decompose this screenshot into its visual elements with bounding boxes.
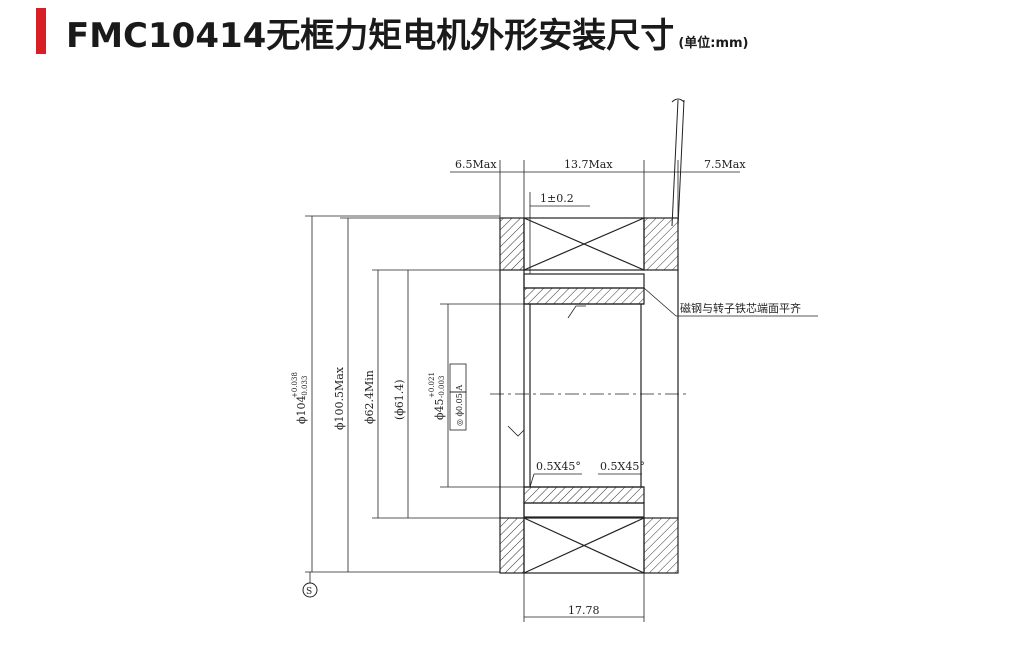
dim-100-5: ϕ100.5Max [333, 366, 346, 430]
stator-left-bottom [499, 517, 525, 574]
stator-right-bottom [643, 517, 679, 574]
chamfer-right: 0.5X45° [600, 460, 645, 473]
dim-62-4: ϕ62.4Min [363, 370, 376, 424]
dim-17-78: 17.78 [568, 604, 600, 617]
magnet-note: 磁钢与转子铁芯端面平齐 [680, 301, 801, 315]
title-text: FMC10414无框力矩电机外形安装尺寸 [66, 16, 675, 56]
unit-label: (单位:mm) [678, 36, 749, 51]
dim-7-5max: 7.5Max [704, 158, 746, 171]
title-accent-bar [36, 8, 46, 54]
dim-61-4: (ϕ61.4) [393, 379, 406, 420]
winding-bottom [523, 517, 645, 574]
dim-104: ϕ104 [295, 396, 308, 425]
magnet-bottom [523, 486, 645, 504]
page-title: FMC10414无框力矩电机外形安装尺寸(单位:mm) [66, 8, 749, 57]
dim-104-upper: +0.038 [291, 372, 299, 398]
dim-45: ϕ45 [433, 399, 446, 421]
datum-s: S [306, 587, 312, 597]
dim-13-7max: 13.7Max [564, 158, 613, 171]
magnet-top [523, 287, 645, 305]
dim-1: 1±0.2 [540, 192, 574, 205]
dim-104-lower: -0.033 [301, 376, 309, 398]
dim-45-upper: +0.021 [428, 372, 436, 398]
dim-45-lower: -0.003 [438, 376, 446, 398]
stator-left-top [499, 217, 525, 271]
chamfer-left: 0.5X45° [536, 460, 581, 473]
winding-top [523, 217, 645, 271]
stator-right-top [643, 217, 679, 271]
tolerance-frame: ◎ ϕ0.05 A [455, 385, 464, 426]
dim-6-5max: 6.5Max [455, 158, 497, 171]
